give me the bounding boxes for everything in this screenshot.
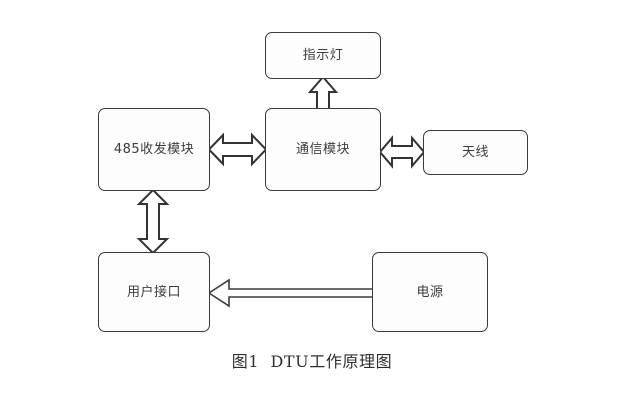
node-user-interface[interactable]: 用户接口 [98, 252, 210, 332]
node-antenna[interactable]: 天线 [423, 130, 528, 175]
node-indicator-light[interactable]: 指示灯 [265, 32, 381, 79]
connector-rs485-to-user-interface [136, 188, 170, 255]
node-rs485-transceiver-module[interactable]: 485收发模块 [98, 108, 210, 191]
node-label-antenna: 天线 [461, 145, 489, 160]
connector-power-to-user-interface [207, 277, 375, 309]
figure-caption: 图1 DTU工作原理图 [231, 352, 393, 371]
connector-comm-to-indicator [307, 75, 339, 113]
node-label-communication-module: 通信模块 [295, 142, 350, 157]
node-label-power-supply: 电源 [416, 284, 444, 300]
node-label-rs485-transceiver-module: 485收发模块 [113, 142, 195, 157]
node-communication-module[interactable]: 通信模块 [265, 108, 381, 191]
node-power-supply[interactable]: 电源 [372, 252, 488, 332]
node-label-indicator-light: 指示灯 [302, 48, 344, 63]
connector-rs485-to-comm [207, 132, 268, 167]
connector-comm-to-antenna [378, 135, 426, 169]
node-label-user-interface: 用户接口 [126, 284, 181, 300]
